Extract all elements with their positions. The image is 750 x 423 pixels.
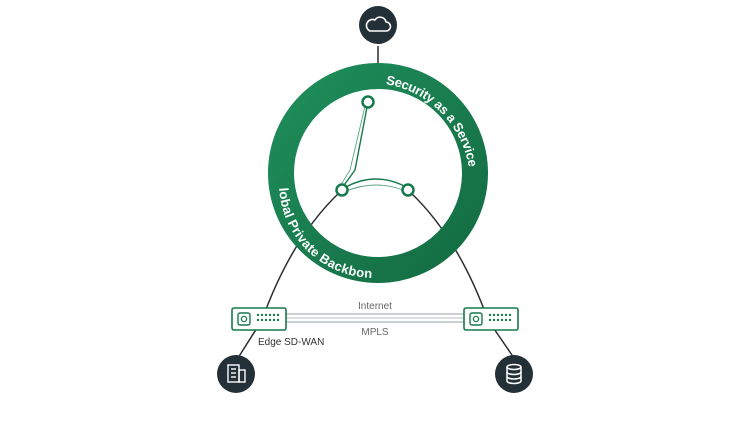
backbone-routes: [338, 101, 409, 193]
database-icon: [506, 363, 522, 385]
pop-node-left: [335, 183, 349, 197]
branch-node[interactable]: [217, 355, 255, 393]
global-backbone-ring: [268, 63, 488, 283]
mpls-link-label: MPLS: [361, 327, 389, 338]
cloud-icon: [365, 16, 392, 32]
internet-link-label: Internet: [358, 301, 392, 312]
sdwan-appliance-left[interactable]: [231, 307, 287, 331]
backbone-pop-nodes: [335, 95, 415, 197]
cloud-node[interactable]: [359, 6, 397, 44]
datacenter-node[interactable]: [495, 355, 533, 393]
wan-links: [286, 313, 464, 323]
building-icon: [227, 364, 246, 383]
edge-sdwan-label: Edge SD-WAN: [258, 337, 324, 348]
pop-node-top: [361, 95, 375, 109]
sdwan-appliance-right[interactable]: [463, 307, 519, 331]
pop-node-right: [401, 183, 415, 197]
